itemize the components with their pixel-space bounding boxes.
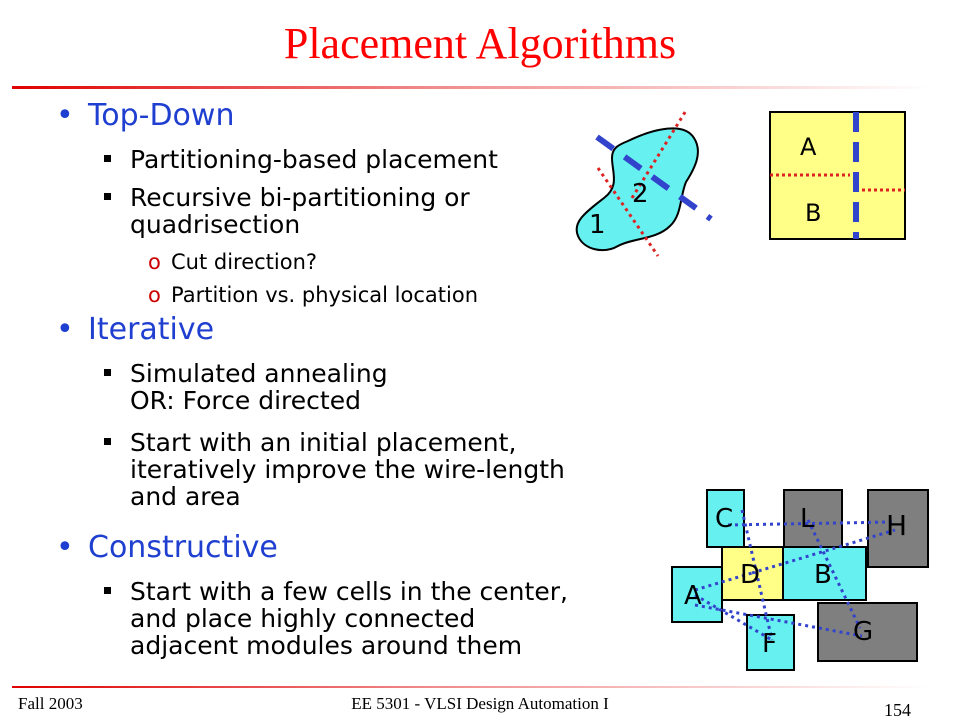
topdown-item-1-text: Partitioning-based placement	[130, 145, 498, 174]
cell-b	[782, 546, 867, 601]
page-number: 154	[884, 700, 911, 720]
constructive-item-1-line-1: Start with a few cells in the center,	[130, 577, 568, 606]
constructive-item-1-line-3: adjacent modules around them	[130, 631, 523, 660]
bullet-square-icon	[104, 587, 111, 594]
quadrant-figure: A B	[769, 111, 906, 240]
net-a-f	[694, 593, 773, 642]
bullet-square-icon	[104, 438, 111, 445]
topdown-item-2-line-2: quadrisection	[130, 210, 301, 239]
cell-label-b: B	[814, 560, 832, 590]
cell-label-h: H	[886, 509, 907, 542]
title-divider	[12, 86, 932, 89]
quadrant-label-a: A	[800, 133, 817, 161]
bullet-dot-icon: •	[56, 530, 74, 565]
net-lines	[694, 509, 896, 642]
cell-label-f: F	[762, 629, 777, 659]
partition-figure: 1 2	[575, 108, 713, 257]
iterative-item-2-line-1: Start with an initial placement,	[130, 428, 517, 457]
net-l-g	[806, 519, 862, 629]
net-a-d	[694, 571, 753, 592]
quadrant-label-b: B	[805, 199, 821, 227]
topdown-item-2-line-1: Recursive bi-partitioning or	[130, 183, 470, 212]
iterative-item-2-line-2: iteratively improve the wire-length	[130, 455, 565, 484]
page-title: Placement Algorithms	[283, 19, 677, 68]
constructive-item-1-line-2: and place highly connected	[130, 604, 476, 633]
bullet-square-icon	[104, 193, 111, 200]
cell-label-d: D	[740, 560, 760, 590]
cell-label-a: A	[684, 581, 702, 611]
cell-label-l: L	[800, 504, 815, 534]
partition-label-2: 2	[632, 179, 649, 209]
bullet-circle-icon: o	[148, 250, 161, 274]
cell-h	[867, 489, 929, 568]
net-a-g	[694, 603, 863, 638]
iterative-heading: Iterative	[88, 312, 215, 347]
bullet-circle-icon: o	[148, 283, 161, 307]
iterative-item-1-line-2: OR: Force directed	[130, 386, 361, 415]
iterative-item-2-line-3: and area	[130, 482, 241, 511]
partition-blob	[575, 127, 699, 252]
partition-label-1: 1	[589, 210, 606, 240]
partition-cut-blue	[595, 134, 713, 222]
bullet-dot-icon: •	[56, 98, 74, 133]
topdown-sub-2-text: Partition vs. physical location	[171, 283, 479, 307]
footer-divider	[12, 686, 932, 688]
cell-label-g: G	[853, 617, 873, 647]
topdown-heading: Top-Down	[88, 98, 235, 133]
quadrant-box	[769, 111, 906, 240]
net-c-f	[740, 509, 774, 641]
cell-l	[783, 489, 843, 548]
cell-f	[746, 614, 795, 671]
iterative-item-1-line-1: Simulated annealing	[130, 359, 388, 388]
bullet-square-icon	[104, 155, 111, 162]
bullet-dot-icon: •	[56, 312, 74, 347]
constructive-heading: Constructive	[88, 530, 278, 565]
cells-figure: C L H D B A F G	[671, 489, 929, 671]
bullet-square-icon	[104, 369, 111, 376]
footer-center: EE 5301 - VLSI Design Automation I	[351, 694, 609, 713]
cell-label-c: C	[715, 504, 733, 534]
topdown-sub-1-text: Cut direction?	[171, 250, 318, 274]
footer-left: Fall 2003	[18, 694, 83, 713]
